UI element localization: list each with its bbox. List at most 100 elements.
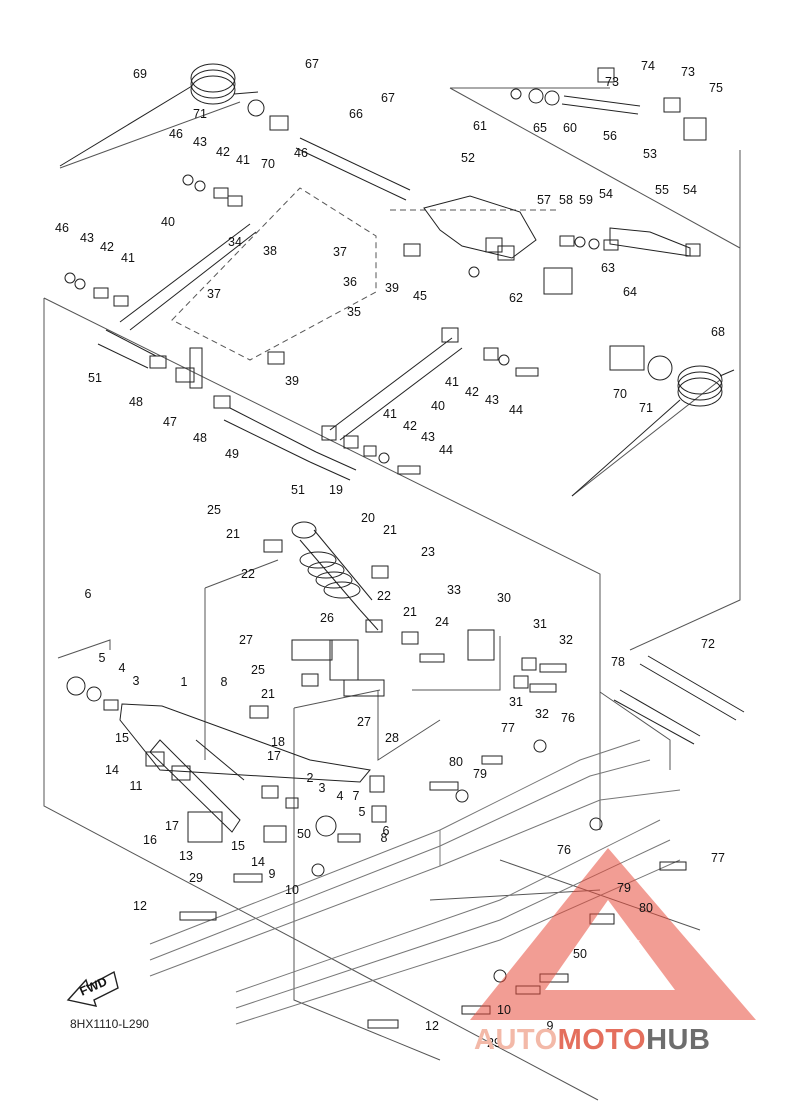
callout-22: 22 [241, 567, 255, 581]
callout-53: 53 [643, 147, 657, 161]
callout-21: 21 [261, 687, 275, 701]
frame-line [293, 689, 381, 709]
callout-15: 15 [231, 839, 245, 853]
callout-57: 57 [537, 193, 551, 207]
callout-2: 2 [307, 771, 314, 785]
callout-42: 42 [465, 385, 479, 399]
frame-line [43, 298, 599, 1101]
callout-31: 31 [509, 695, 523, 709]
callout-77: 77 [501, 721, 515, 735]
callout-55: 55 [655, 183, 669, 197]
callout-77: 77 [711, 851, 725, 865]
callout-6: 6 [85, 587, 92, 601]
callout-46: 46 [169, 127, 183, 141]
callout-38: 38 [263, 244, 277, 258]
callout-15: 15 [115, 731, 129, 745]
callout-73: 73 [681, 65, 695, 79]
callout-43: 43 [421, 430, 435, 444]
callout-29: 29 [487, 1036, 501, 1050]
dashed-box [171, 187, 377, 361]
callout-31: 31 [533, 617, 547, 631]
callout-43: 43 [485, 393, 499, 407]
watermark-text: AUTOMOTOHUB [474, 1024, 710, 1057]
callout-21: 21 [403, 605, 417, 619]
callout-69: 69 [133, 67, 147, 81]
callout-74: 74 [641, 59, 655, 73]
callout-76: 76 [561, 711, 575, 725]
torsion-spring-left [59, 63, 259, 167]
frame-line [412, 636, 501, 691]
callout-76: 76 [557, 843, 571, 857]
callout-22: 22 [377, 589, 391, 603]
callout-43: 43 [193, 135, 207, 149]
callout-49: 49 [225, 447, 239, 461]
frame-line [57, 639, 111, 659]
callout-26: 26 [320, 611, 334, 625]
callout-46: 46 [294, 146, 308, 160]
callout-70: 70 [613, 387, 627, 401]
callout-39: 39 [385, 281, 399, 295]
callout-32: 32 [559, 633, 573, 647]
frame-line [204, 559, 279, 589]
rods [97, 95, 745, 745]
callout-20: 20 [361, 511, 375, 525]
callout-21: 21 [383, 523, 397, 537]
callout-56: 56 [603, 129, 617, 143]
callout-71: 71 [639, 401, 653, 415]
watermark-part-moto: MOTO [557, 1024, 647, 1056]
callout-1: 1 [181, 675, 188, 689]
callout-30: 30 [497, 591, 511, 605]
callout-37: 37 [333, 245, 347, 259]
callout-64: 64 [623, 285, 637, 299]
callout-40: 40 [161, 215, 175, 229]
callout-45: 45 [413, 289, 427, 303]
callout-61: 61 [473, 119, 487, 133]
callout-3: 3 [319, 781, 326, 795]
callout-9: 9 [269, 867, 276, 881]
callout-39: 39 [285, 374, 299, 388]
callout-27: 27 [239, 633, 253, 647]
frame-line [293, 708, 441, 1061]
callout-42: 42 [216, 145, 230, 159]
callout-40: 40 [431, 399, 445, 413]
callout-51: 51 [291, 483, 305, 497]
callout-12: 12 [425, 1019, 439, 1033]
callout-41: 41 [445, 375, 459, 389]
callout-9: 9 [547, 1019, 554, 1033]
callout-25: 25 [251, 663, 265, 677]
callout-7: 7 [353, 789, 360, 803]
shock-absorber [291, 521, 379, 631]
callout-68: 68 [711, 325, 725, 339]
callout-17: 17 [165, 819, 179, 833]
callout-11: 11 [130, 779, 143, 793]
callout-47: 47 [163, 415, 177, 429]
callout-67: 67 [305, 57, 319, 71]
callout-72: 72 [701, 637, 715, 651]
callout-62: 62 [509, 291, 523, 305]
callout-43: 43 [80, 231, 94, 245]
rear-arm [119, 703, 371, 833]
callout-51: 51 [88, 371, 102, 385]
callout-3: 3 [133, 674, 140, 688]
callout-13: 13 [179, 849, 193, 863]
frame-line [599, 691, 671, 770]
callout-5: 5 [99, 651, 106, 665]
frame-line [449, 87, 741, 249]
callout-44: 44 [509, 403, 523, 417]
callout-52: 52 [461, 151, 475, 165]
diagram-code: 8HX1110-L290 [70, 1017, 149, 1031]
callout-14: 14 [251, 855, 265, 869]
callout-41: 41 [383, 407, 397, 421]
frame-line [429, 889, 601, 901]
callout-66: 66 [349, 107, 363, 121]
frame-line [629, 150, 741, 651]
callout-4: 4 [337, 789, 344, 803]
callout-27: 27 [357, 715, 371, 729]
callout-58: 58 [559, 193, 573, 207]
watermark-part-auto: AUTO [474, 1024, 558, 1056]
callout-24: 24 [435, 615, 449, 629]
callout-12: 12 [133, 899, 147, 913]
pivot-bracket [423, 195, 691, 259]
slide-rail-upper [149, 739, 681, 977]
